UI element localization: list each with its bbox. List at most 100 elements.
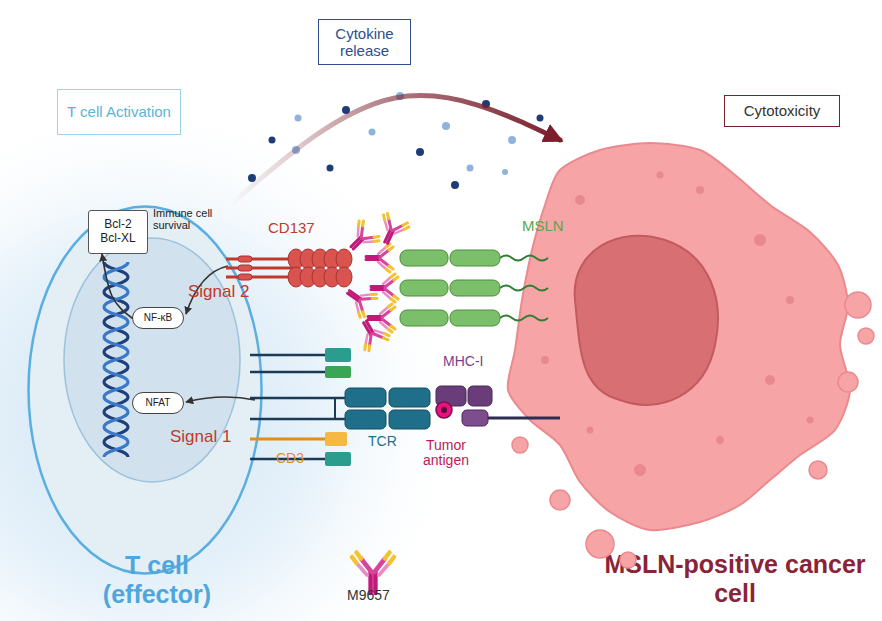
tumor-antigen-core (441, 407, 447, 413)
receptor-label: CD137 (268, 220, 315, 237)
antibody-symbol (353, 315, 391, 352)
node-label: T cell Activation (67, 103, 171, 120)
legend-item: M9657 (347, 588, 390, 603)
vesicle (575, 195, 585, 205)
node-label: NFAT (146, 397, 171, 409)
legend-text: M9657 (347, 587, 390, 603)
membrane-chain (250, 354, 326, 357)
antibody-symbol (342, 219, 381, 258)
signal-label: Signal 2 (188, 283, 249, 302)
receptor-domain (288, 249, 304, 269)
msln-domain (450, 250, 500, 266)
receptor-domain (336, 249, 352, 269)
mhc-domain (436, 386, 466, 406)
tcr-chain (250, 397, 348, 400)
vesicle (657, 172, 664, 179)
antibody-symbol (341, 281, 379, 319)
receptor-domain (288, 267, 304, 287)
membrane-bleb (550, 490, 570, 510)
annotation-text: Immune cell survival (153, 207, 225, 231)
connector-arrow (230, 96, 560, 205)
mhc-complex (436, 386, 560, 426)
tumor-antigen (436, 402, 452, 418)
vesicle (634, 464, 646, 476)
tcr-domain (345, 388, 386, 407)
receptor-label: MHC-I (443, 354, 483, 369)
cd3-domain (325, 348, 351, 362)
cell-membrane (29, 207, 262, 574)
node-label: T cell (effector) (92, 551, 222, 609)
legend-antibody-icon (352, 553, 394, 594)
tcr-domain (389, 410, 430, 429)
tcr-domain (345, 410, 386, 429)
membrane-bleb (838, 372, 858, 392)
mhc-stalk (470, 417, 560, 420)
vesicle (765, 375, 775, 385)
vesicle (807, 417, 814, 424)
membrane-bleb (858, 328, 874, 344)
cytokine-dot (442, 122, 450, 130)
cell-membrane (508, 143, 850, 530)
receptor-domain (238, 274, 252, 280)
cancer-details (512, 172, 874, 569)
tcr-complex (250, 348, 430, 466)
cytokine-dot (467, 165, 474, 172)
receptor-domain (300, 267, 316, 287)
cytokine-dots (248, 92, 544, 189)
receptor-stalk (226, 258, 292, 261)
cancer-cell-outline (500, 140, 860, 550)
antibody-symbol (366, 244, 393, 272)
connector-arrow (102, 254, 132, 318)
msln-domain (450, 280, 500, 296)
cytokine-dot (502, 169, 508, 175)
msln-domain (400, 250, 448, 266)
tcr-domain (389, 388, 430, 407)
vesicle (786, 296, 794, 304)
vesicle (587, 427, 594, 434)
cd3-domain (325, 452, 351, 466)
cytokine-dot (416, 148, 424, 156)
cytokine-dot (295, 115, 302, 122)
cytokine-dot (342, 106, 350, 114)
cancer-nucleus (575, 236, 718, 405)
antibody-symbol (368, 304, 395, 332)
msln-domain (400, 310, 448, 326)
cytokine-dot (269, 137, 276, 144)
receptor-domain (238, 256, 252, 262)
cytokine-dot (508, 136, 516, 144)
msln-antigen (400, 250, 548, 326)
mhc-domain (468, 386, 492, 406)
cd137-receptor (226, 249, 352, 287)
node-label: MSLN-positive cancer cell (600, 550, 870, 608)
antigen-label: Tumor antigen (410, 438, 482, 469)
cd3-chain (250, 438, 326, 441)
receptor-domain (300, 249, 316, 269)
callout-box: Cytotoxicity (724, 95, 840, 127)
node-label: Cytotoxicity (744, 102, 821, 119)
receptor-label: TCR (368, 434, 397, 449)
node-label: Bcl-2 Bcl-XL (93, 218, 143, 246)
signal-label: Signal 1 (170, 428, 231, 447)
vesicle (696, 186, 704, 194)
vesicle (716, 436, 724, 444)
tcr-bridge (334, 398, 336, 419)
cytokine-dot (451, 181, 459, 189)
receptor-domain (238, 265, 252, 271)
receptor-domain (312, 267, 328, 287)
receptor-stalk (226, 276, 292, 279)
t-cell: T cell (effector)Bcl-2 Bcl-XLNF-κBNFAT (27, 205, 263, 575)
membrane-bleb (845, 292, 871, 318)
receptor-stalk (226, 267, 292, 270)
dna-strand (104, 262, 128, 457)
receptor-domain (312, 249, 328, 269)
membrane-chain (250, 371, 326, 374)
tcr-chain (250, 418, 348, 421)
cytokine-dot (327, 165, 334, 172)
vesicle (541, 356, 549, 364)
